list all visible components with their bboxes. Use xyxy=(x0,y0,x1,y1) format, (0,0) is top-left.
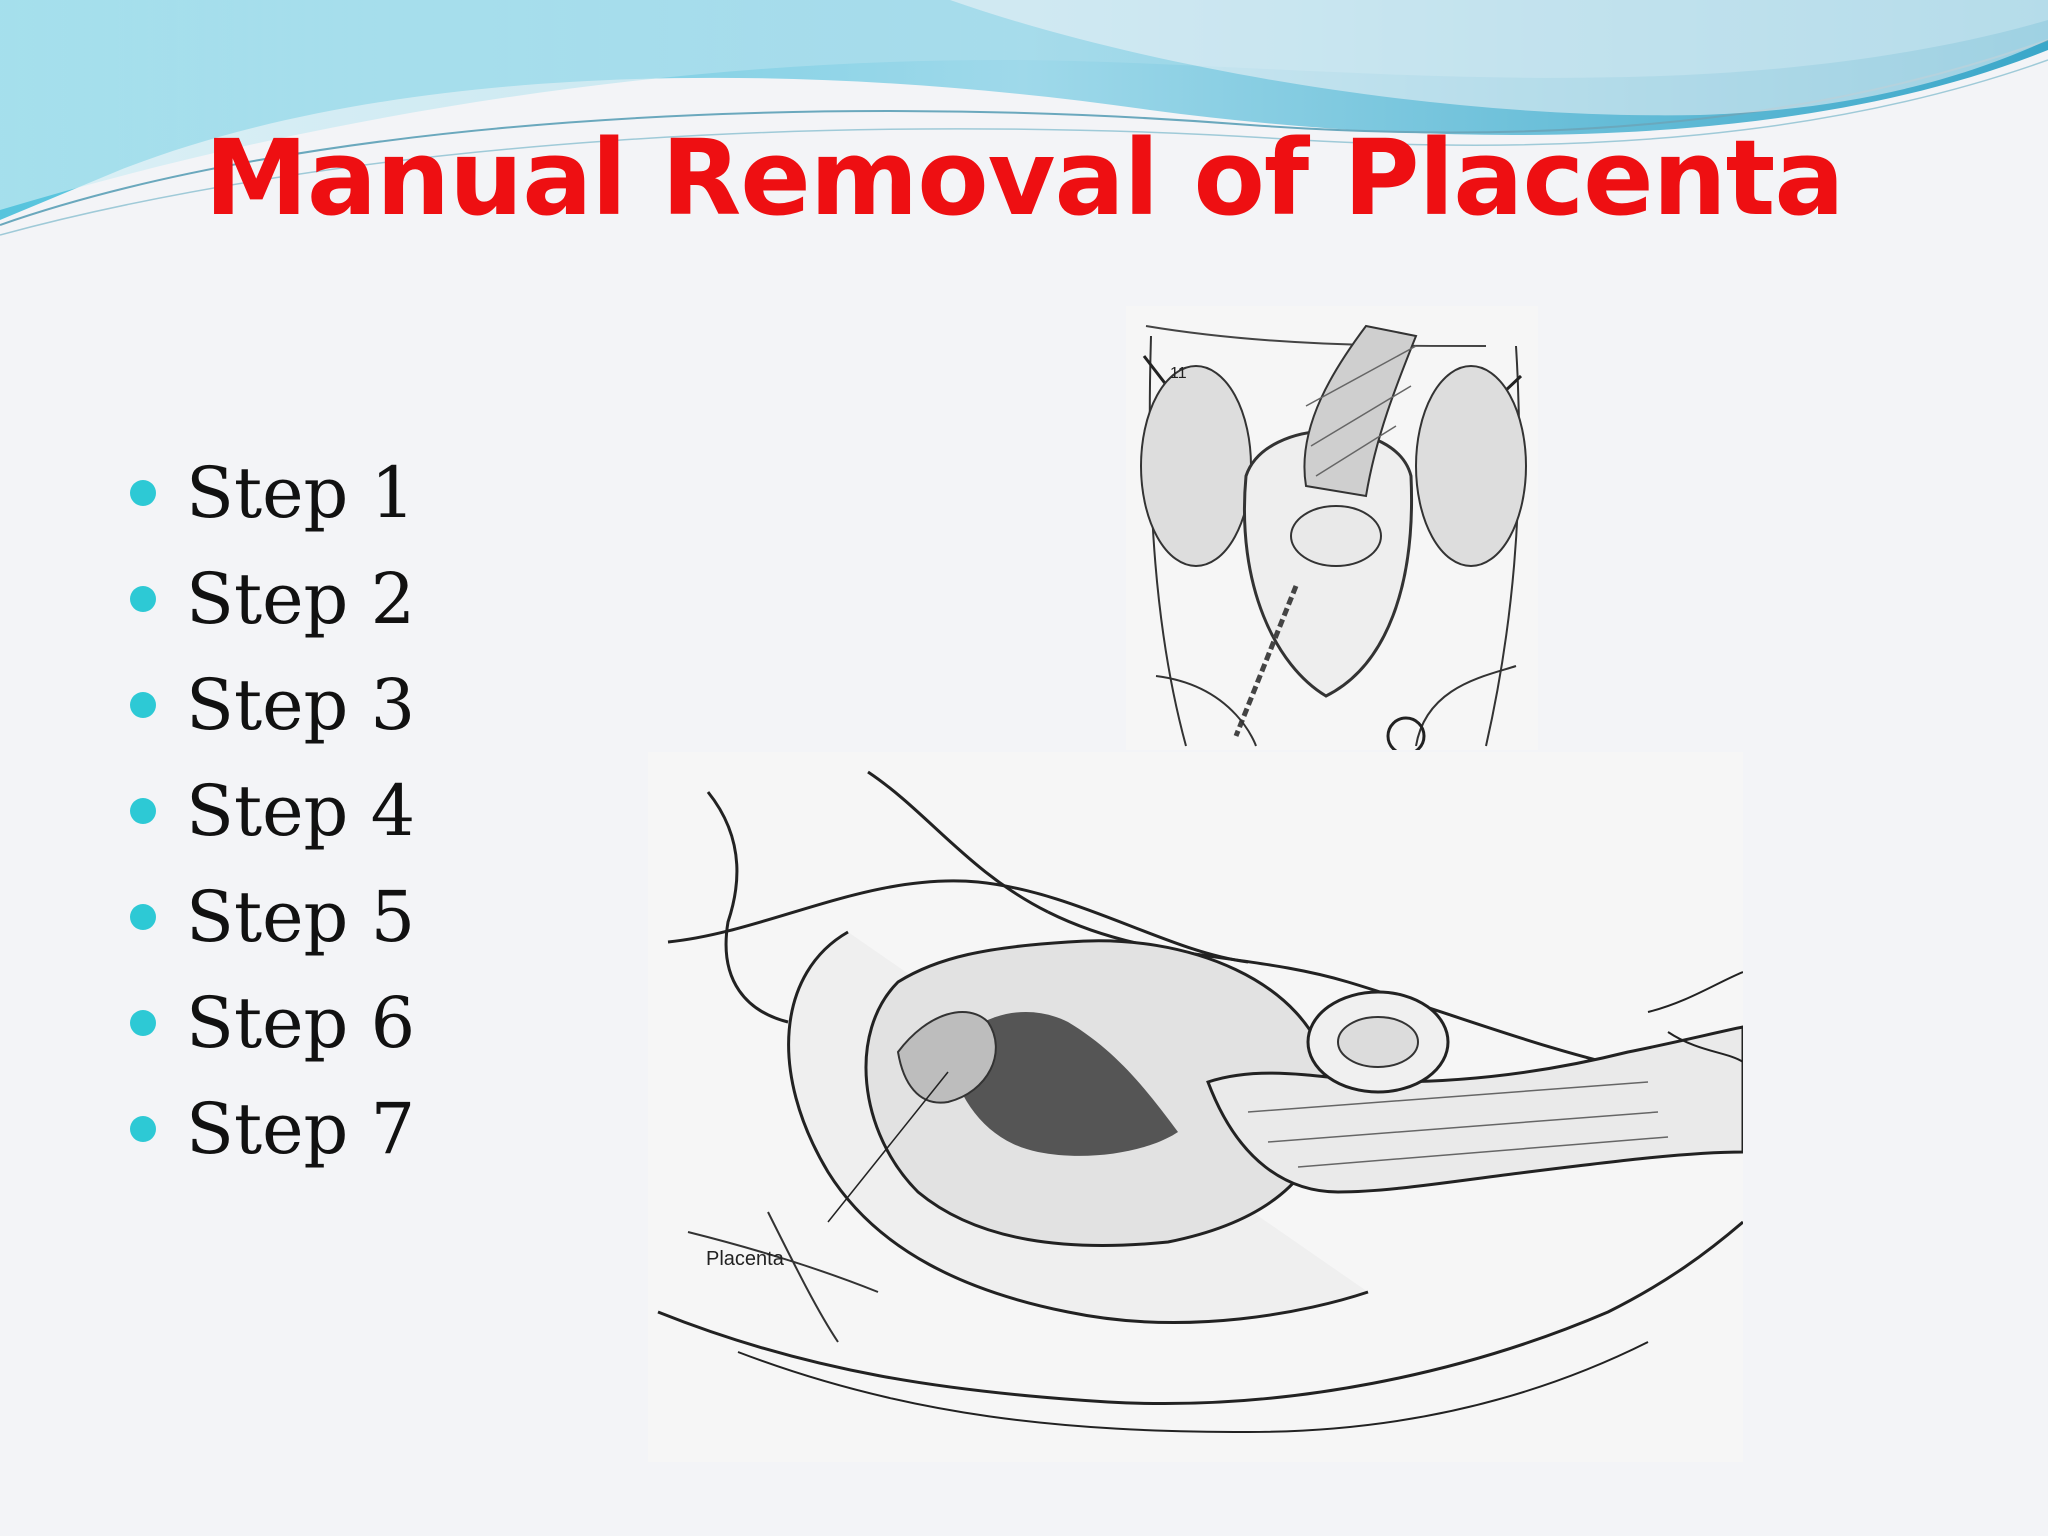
placenta-label: Placenta xyxy=(706,1248,784,1270)
bullet-icon xyxy=(130,904,156,930)
step-item: Step 1 xyxy=(128,440,415,546)
bullet-icon xyxy=(130,1116,156,1142)
step-item: Step 5 xyxy=(128,864,415,970)
step-item: Step 6 xyxy=(128,970,415,1076)
step-item: Step 3 xyxy=(128,652,415,758)
bullet-icon xyxy=(130,586,156,612)
figure-number: 11 xyxy=(1170,365,1187,382)
step-list: Step 1 Step 2 Step 3 Step 4 Step 5 Step 6 Step… xyxy=(128,440,415,1182)
step-label: Step 5 xyxy=(186,876,416,958)
bullet-icon xyxy=(130,798,156,824)
step-label: Step 2 xyxy=(186,558,416,640)
wave-banner xyxy=(0,0,2048,236)
step-label: Step 6 xyxy=(186,982,416,1064)
step-item: Step 7 xyxy=(128,1076,415,1182)
illustration-uterus xyxy=(648,752,1743,1462)
step-label: Step 1 xyxy=(186,452,416,534)
step-label: Step 7 xyxy=(186,1088,416,1170)
bullet-icon xyxy=(130,692,156,718)
bullet-icon xyxy=(130,1010,156,1036)
illustration-perineum: 11 xyxy=(1126,306,1538,750)
slide-title: Manual Removal of Placenta xyxy=(204,117,1844,239)
step-label: Step 4 xyxy=(186,770,416,852)
step-label: Step 3 xyxy=(186,664,416,746)
bullet-icon xyxy=(130,480,156,506)
step-item: Step 2 xyxy=(128,546,415,652)
step-item: Step 4 xyxy=(128,758,415,864)
